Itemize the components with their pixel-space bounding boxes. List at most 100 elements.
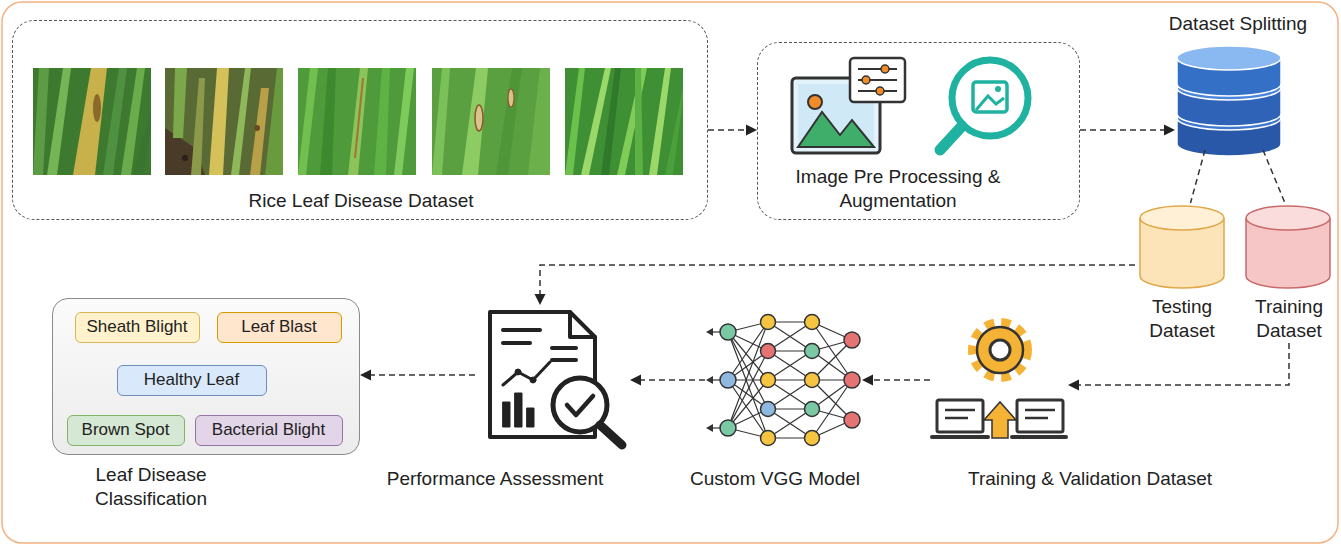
node-label: Dataset Splitting — [1169, 12, 1307, 36]
neural-network-icon — [710, 322, 852, 438]
leaf-photo — [394, 68, 414, 175]
leaf-photo — [165, 68, 283, 175]
neural-network-icon — [761, 431, 776, 446]
neural-network-icon — [805, 373, 820, 388]
dashed-connector — [1263, 150, 1285, 203]
leaf-photo — [47, 68, 71, 175]
arrow-head — [1068, 380, 1079, 391]
dataset-group: Rice Leaf Disease Dataset — [12, 20, 708, 220]
leaf-photo — [320, 68, 336, 175]
training-icon — [990, 340, 1010, 360]
leaf-photo — [182, 155, 188, 161]
database-icon — [1177, 46, 1281, 70]
node-label: Rice Leaf Disease Dataset — [249, 189, 474, 213]
report-icon — [567, 396, 593, 415]
arrow-head — [360, 370, 371, 381]
image-processing-icon — [850, 58, 905, 102]
dataset-cylinder: Training Dataset — [1243, 203, 1335, 343]
node-label: Training & Validation Dataset — [968, 467, 1212, 491]
class-tag: Leaf Blast — [217, 312, 342, 343]
leaf-photo — [496, 68, 522, 175]
dashed-connector — [1068, 343, 1289, 391]
leaf-photo — [565, 68, 585, 175]
neural-network-icon — [761, 344, 776, 359]
testing-cylinder — [1140, 206, 1224, 230]
classification-panel: Leaf Disease ClassificationSheath Blight… — [52, 298, 360, 455]
dashed-connector — [862, 375, 930, 386]
training-icon — [984, 402, 1016, 438]
report-icon — [552, 346, 576, 350]
node-label: Testing Dataset — [1135, 295, 1230, 343]
neural-network-icon — [720, 372, 736, 388]
leaf-photo — [665, 88, 683, 175]
image-processing-icon — [798, 112, 874, 147]
connector-line — [1079, 343, 1289, 385]
leaf-photo — [191, 78, 205, 175]
leaf-photo — [209, 68, 229, 175]
node-label: Leaf Disease Classification — [56, 463, 246, 511]
arrow-head — [746, 125, 757, 136]
training-cylinder — [1246, 206, 1330, 230]
dashed-connector — [360, 370, 475, 381]
arrow-head — [535, 294, 546, 305]
neural-network-icon — [706, 328, 713, 336]
database-node: Dataset Splitting — [1175, 46, 1283, 150]
dashed-connector — [1080, 125, 1175, 136]
leaf-photo — [254, 125, 260, 131]
leaf-photo — [601, 68, 621, 175]
training-icon — [1025, 417, 1048, 420]
leaf-photo — [432, 68, 550, 175]
leaf-photo — [93, 94, 101, 122]
training-icon — [932, 323, 1066, 438]
neural-network-icon — [805, 315, 820, 330]
connector-line — [641, 379, 705, 381]
dashed-connector — [630, 375, 705, 386]
report-icon — [503, 402, 510, 427]
training-icon — [932, 435, 988, 439]
image-processing-icon — [808, 95, 822, 109]
training-icon — [945, 417, 968, 420]
class-tag: Healthy Leaf — [117, 365, 267, 396]
leaf-photo — [265, 68, 283, 175]
training-icon — [973, 323, 1027, 377]
connector-line — [1263, 150, 1285, 203]
class-tag: Brown Spot — [67, 415, 185, 446]
neural-network-icon — [728, 351, 768, 428]
leaf-photo — [462, 68, 488, 175]
training-node: Training & Validation Dataset — [930, 315, 1068, 440]
neural-network-icon — [805, 344, 820, 359]
leaf-photo — [617, 68, 647, 175]
report-icon — [600, 425, 622, 445]
training-icon — [1017, 400, 1063, 432]
neural-network-icon — [720, 324, 736, 340]
neural-network-icon — [805, 402, 820, 417]
image-processing-icon — [862, 76, 870, 84]
node-label: Image Pre Processing & Augmentation — [773, 165, 1023, 213]
report-icon — [490, 312, 622, 445]
model-node: Custom VGG Model — [705, 310, 862, 445]
connector-line — [1080, 129, 1164, 131]
report-icon — [570, 312, 595, 337]
leaf-photo — [348, 68, 368, 175]
node-label: Training Dataset — [1243, 295, 1335, 343]
leaf-photo — [374, 68, 390, 175]
leaf-photo — [649, 68, 671, 175]
leaf-photo — [33, 68, 151, 175]
leaf-photo — [298, 68, 318, 175]
class-label: Leaf Blast — [241, 317, 317, 337]
arrow-head — [1164, 125, 1175, 136]
neural-network-icon — [844, 332, 860, 348]
image-processing-icon — [876, 87, 884, 95]
leaf-photo — [33, 68, 49, 175]
image-processing-icon — [792, 58, 1028, 153]
class-label: Bacterial Blight — [212, 420, 325, 440]
dashed-connector — [708, 125, 757, 136]
leaf-photo — [73, 68, 107, 175]
image-processing-icon — [976, 96, 1004, 110]
leaf-photo — [165, 68, 283, 175]
image-processing-icon — [973, 82, 1007, 112]
leaf-photo — [298, 68, 416, 175]
preprocess-group: Image Pre Processing & Augmentation — [757, 42, 1080, 220]
connector-line — [873, 379, 930, 381]
neural-network-icon — [706, 315, 860, 446]
